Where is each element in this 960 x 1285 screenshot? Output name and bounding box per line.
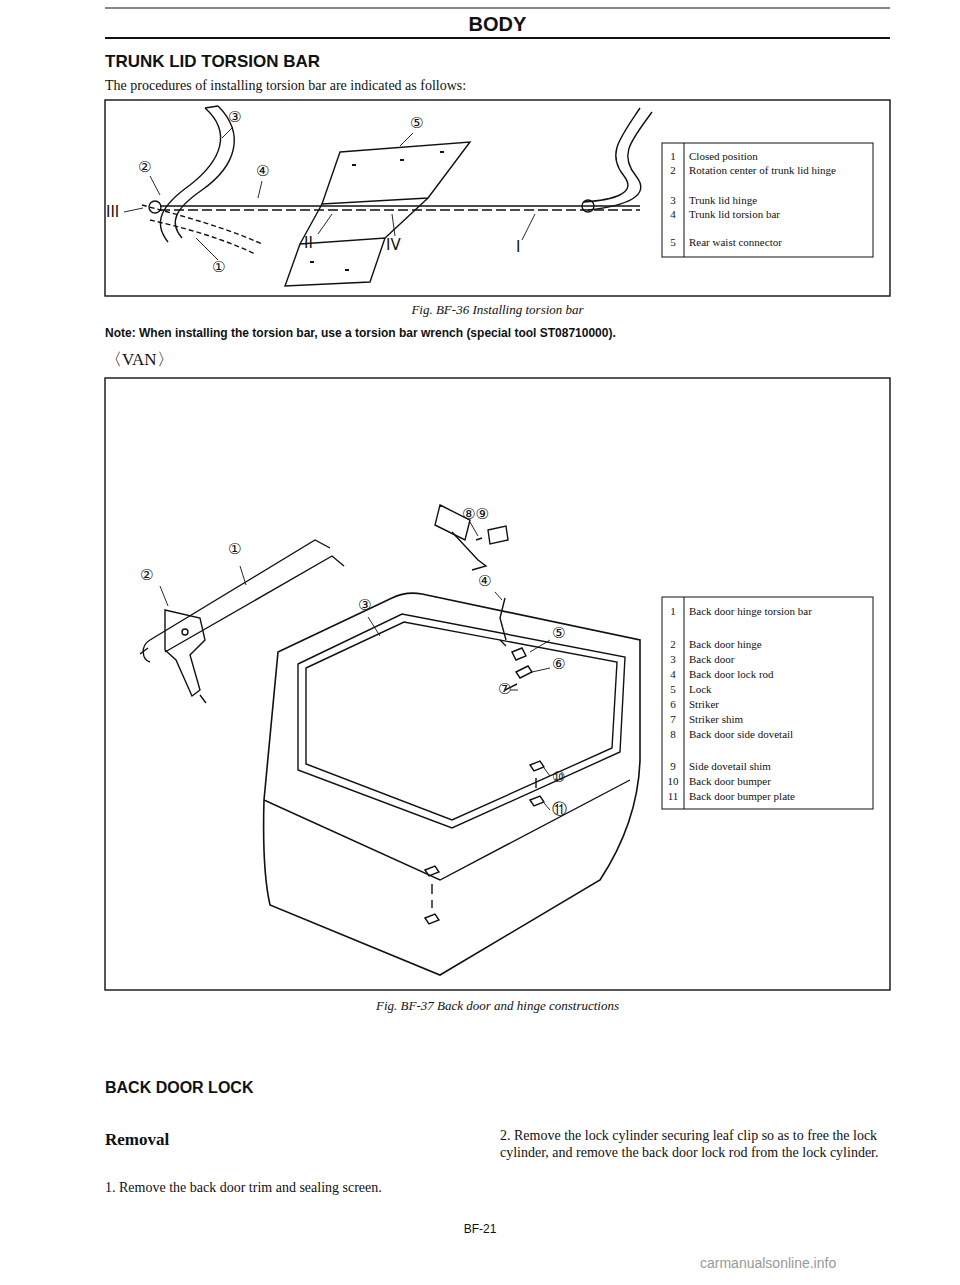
callout-number: ⑩ (552, 768, 592, 786)
watermark: carmanualsonline.info (700, 1255, 950, 1272)
table-cell: Trunk lid torsion bar (689, 208, 839, 221)
callout-number: ⑥ (552, 655, 592, 673)
table-cell: 2 (664, 638, 682, 651)
back-door-hinge-torsion-bar (143, 540, 344, 662)
table-cell: 8 (664, 728, 682, 741)
body-text: The procedures of installing torsion bar… (105, 78, 665, 95)
table-cell: Striker shim (689, 713, 839, 726)
hinge-pivot (149, 201, 161, 213)
callout-number: I (516, 238, 546, 256)
section-heading: TRUNK LID TORSION BAR (105, 52, 605, 72)
trunk-lid-hinge (160, 106, 234, 242)
callout-number: ② (138, 158, 168, 176)
callout-number: ③ (358, 596, 398, 614)
back-door-lock (435, 505, 532, 690)
table-cell: Side dovetail shim (689, 760, 839, 773)
table-cell: Closed position (689, 150, 839, 163)
table-cell: Back door hinge torsion bar (689, 605, 839, 618)
table-divider (684, 597, 685, 809)
table-cell: 2 (664, 164, 682, 177)
table-cell: Back door bumper (689, 775, 839, 788)
note: Note: When installing the torsion bar, u… (105, 326, 890, 340)
table-cell: Back door lock rod (689, 668, 839, 681)
table-cell: 7 (664, 713, 682, 726)
table-cell: 10 (664, 775, 682, 788)
back-door-hinge (140, 610, 206, 703)
callout-number: ① (228, 540, 268, 558)
callout-number: ② (140, 566, 180, 584)
page-number: BF-21 (380, 1222, 580, 1236)
table-cell: Rotation center of trunk lid hinge (689, 164, 839, 177)
table-cell: Lock (689, 683, 839, 696)
table-cell: 5 (664, 683, 682, 696)
table-cell: Back door hinge (689, 638, 839, 651)
body-text: 2. Remove the lock cylinder securing lea… (500, 1128, 892, 1162)
callout-number: ⑧⑨ (462, 505, 502, 523)
table-cell: Back door side dovetail (689, 728, 839, 741)
table-cell: Rear waist connector (689, 236, 839, 249)
callout-number: ④ (478, 572, 518, 590)
table-cell: 4 (664, 668, 682, 681)
callout-number: ⑤ (410, 114, 440, 132)
callout-number: ① (212, 258, 242, 276)
table-cell: 6 (664, 698, 682, 711)
trunk-lid-hinge (582, 108, 652, 212)
table-cell: 1 (664, 605, 682, 618)
table-cell: 5 (664, 236, 682, 249)
table-divider (684, 143, 685, 257)
figure-frame (105, 378, 890, 990)
callout-number: ⑦ (498, 680, 538, 698)
table-cell: 4 (664, 208, 682, 221)
table-frame (662, 143, 873, 257)
torsion-bar (160, 205, 640, 206)
rule-line (105, 37, 890, 39)
page-header: BODY (105, 12, 890, 36)
table-cell: Back door bumper plate (689, 790, 839, 803)
callout-number: ⑪ (552, 800, 592, 818)
callout-number: III (106, 203, 136, 221)
back-door-bumper (425, 761, 544, 924)
table-cell: Trunk lid hinge (689, 194, 839, 207)
callout-number: IV (386, 236, 416, 254)
callout-number: ③ (228, 108, 258, 126)
callout-number: ⑤ (552, 624, 592, 642)
table-cell: 1 (664, 150, 682, 163)
leader-line (160, 522, 550, 810)
leader-line (124, 127, 535, 260)
table-cell: 3 (664, 194, 682, 207)
table-cell: 3 (664, 653, 682, 666)
back-door (264, 593, 640, 975)
table-cell: Striker (689, 698, 839, 711)
table-cell: 9 (664, 760, 682, 773)
hinge-closed-position (142, 205, 262, 254)
table-cell: Back door (689, 653, 839, 666)
figure-caption: Fig. BF-36 Installing torsion bar (105, 302, 890, 318)
rear-waist-connector (285, 142, 470, 286)
section-heading: BACK DOOR LOCK (105, 1078, 505, 1097)
figure-caption: Fig. BF-37 Back door and hinge construct… (105, 998, 890, 1014)
figure-frame (105, 100, 890, 296)
rule-line (105, 7, 890, 8)
torsion-bar (160, 209, 640, 210)
table-frame (662, 597, 873, 809)
sub-heading: Removal (105, 1130, 405, 1150)
table-cell: 11 (664, 790, 682, 803)
callout-number: ④ (256, 162, 286, 180)
body-text: 1. Remove the back door trim and sealing… (105, 1180, 485, 1197)
section-heading: 〈VAN〉 (105, 350, 225, 370)
callout-number: II (304, 234, 334, 252)
